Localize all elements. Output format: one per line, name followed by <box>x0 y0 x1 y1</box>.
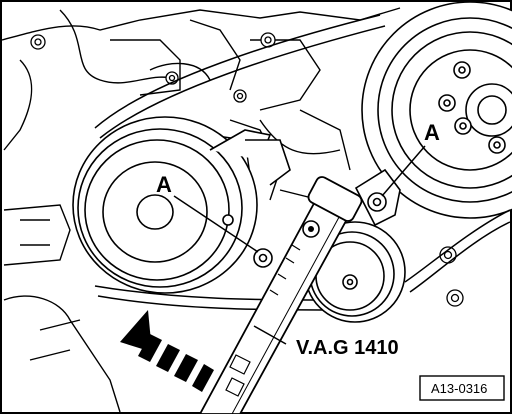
callout-a-left: A <box>156 172 172 197</box>
figure-id: A13-0316 <box>431 381 487 396</box>
torque-wrench <box>198 176 363 414</box>
tool-label: V.A.G 1410 <box>296 337 399 359</box>
tensioner-bolts <box>253 192 387 268</box>
direction-arrow-icon <box>120 310 214 392</box>
leader-lines <box>173 145 426 345</box>
figure-id-box <box>419 375 505 401</box>
compressor-pulley <box>72 116 291 294</box>
background-bolts <box>30 32 464 307</box>
callout-a-right: A <box>424 120 440 145</box>
